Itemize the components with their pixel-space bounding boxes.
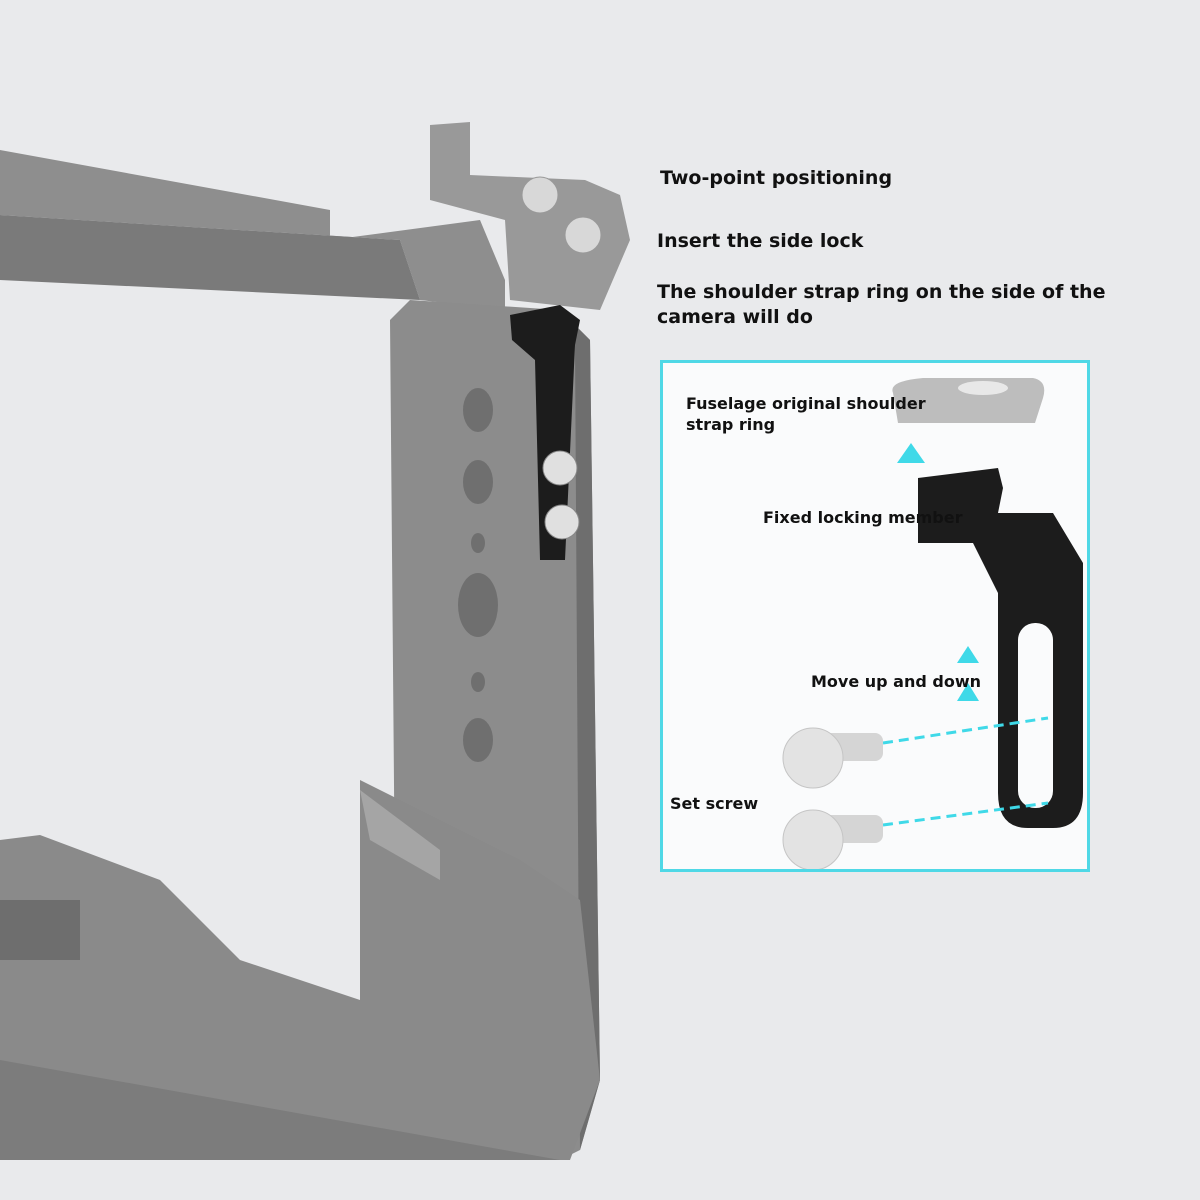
set-screw-icon bbox=[782, 727, 883, 869]
side-lock-screws-icon bbox=[542, 450, 580, 540]
top-screws-icon bbox=[521, 176, 602, 254]
side-lock-bracket bbox=[510, 305, 580, 560]
cage-bottom bbox=[0, 780, 600, 1160]
exploded-parts-illustration bbox=[782, 378, 1083, 869]
cage-top-bar bbox=[0, 150, 505, 310]
cage-top-block bbox=[430, 122, 630, 310]
caption-shoulder-strap-ring: The shoulder strap ring on the side of t… bbox=[657, 281, 1106, 328]
cage-mounting-holes bbox=[458, 388, 498, 762]
label-set-screw: Set screw bbox=[670, 794, 759, 813]
label-move-up-down: Move up and down bbox=[811, 672, 982, 691]
label-fuselage-strap-ring: Fuselage original shoulder strap ring bbox=[686, 394, 926, 434]
caption-insert-side-lock: Insert the side lock bbox=[657, 230, 864, 252]
exploded-view-inset: Fuselage original shoulder strap ring Fi… bbox=[660, 360, 1090, 872]
arrow-up-down-icon bbox=[957, 646, 979, 701]
caption-two-point-positioning: Two-point positioning bbox=[660, 167, 893, 189]
arrow-up-icon bbox=[897, 443, 925, 463]
label-fixed-locking-member: Fixed locking member bbox=[763, 508, 963, 527]
